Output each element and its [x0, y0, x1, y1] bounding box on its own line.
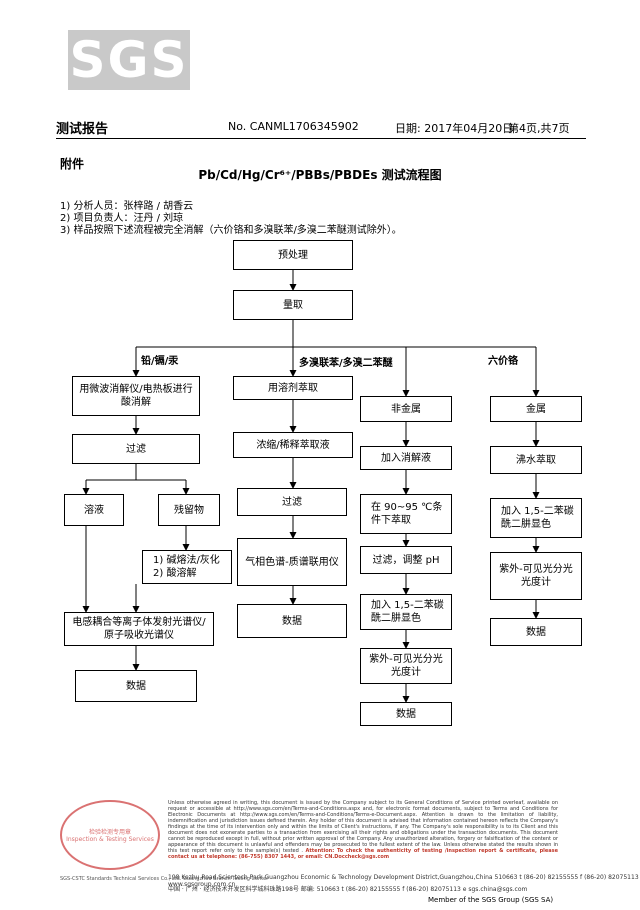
branch-label-pbb: 多溴联苯/多溴二苯醚 — [298, 354, 394, 369]
disclaimer-text: Unless otherwise agreed in writing, this… — [168, 800, 558, 860]
report-date: 日期: 2017年04月20日 — [395, 122, 514, 135]
member-statement: Member of the SGS Group (SGS SA) — [428, 896, 554, 904]
step-residue: 残留物 — [158, 494, 220, 526]
info-line: 2) 项目负责人：汪丹 / 刘琼 — [60, 213, 184, 224]
step-concentrate-dilute: 浓缩/稀释萃取液 — [233, 432, 353, 458]
step-solution: 溶液 — [64, 494, 124, 526]
step-filter-adjust-ph: 过滤，调整 pH — [360, 546, 452, 574]
report-title: 测试报告 — [56, 122, 109, 137]
step-add-diphenylcarbazide: 加入 1,5-二苯碳酰二肼显色 — [490, 498, 582, 538]
step-add-diphenylcarbazide: 加入 1,5-二苯碳酰二肼显色 — [360, 594, 452, 630]
step-nonmetal: 非金属 — [360, 396, 452, 422]
step-data: 数据 — [490, 618, 582, 646]
step-filter: 过滤 — [237, 488, 347, 516]
address-cn: 中国 · 广州 · 经济技术开发区科学城科珠路198号 邮编: 510663 t… — [168, 886, 528, 893]
step-gc-ms: 气相色谱-质谱联用仪 — [237, 538, 347, 586]
inspection-seal: 检验检测专用章 Inspection & Testing Services — [60, 800, 160, 870]
step-filter: 过滤 — [72, 434, 200, 464]
step-uv-vis: 紫外-可见光分光光度计 — [490, 552, 582, 600]
info-line: 1) 分析人员：张梓路 / 胡香云 — [60, 201, 194, 212]
branch-name: SGS-CSTC Standards Technical Services Co… — [60, 876, 269, 882]
step-data: 数据 — [360, 702, 452, 726]
branch-label-cr6: 六价铬 — [487, 352, 519, 367]
page-indicator: 第4页,共7页 — [508, 122, 570, 135]
disclaimer-body: Unless otherwise agreed in writing, this… — [168, 800, 558, 854]
header-divider — [56, 138, 586, 139]
step-weigh: 量取 — [233, 290, 353, 320]
step-uv-vis: 紫外-可见光分光光度计 — [360, 648, 452, 684]
address-en: 198 Kezhu Road,Scientech Park Guangzhou … — [168, 874, 639, 888]
report-number: No. CANML1706345902 — [228, 120, 359, 133]
authenticity-notice: Attention: To check the authenticity of … — [168, 848, 559, 860]
step-acid-digestion: 用微波消解仪/电热板进行酸消解 — [72, 376, 200, 416]
flowchart-title: Pb/Cd/Hg/Cr⁶⁺/PBBs/PBDEs 测试流程图 — [198, 168, 442, 182]
step-pretreatment: 预处理 — [233, 240, 353, 270]
step-boiling-water-extraction: 沸水萃取 — [490, 446, 582, 474]
branch-label-metals: 铅/镉/汞 — [140, 352, 180, 367]
step-metal: 金属 — [490, 396, 582, 422]
step-heat-extraction: 在 90~95 ℃条件下萃取 — [360, 494, 452, 534]
seal-text: 检验检测专用章 — [88, 829, 131, 836]
step-add-digestion-solution: 加入消解液 — [360, 446, 452, 470]
info-line: 3) 样品按照下述流程被完全消解（六价铬和多溴联苯/多溴二苯醚测试除外）。 — [60, 225, 402, 236]
step-data: 数据 — [75, 670, 197, 702]
step-solvent-extraction: 用溶剂萃取 — [233, 376, 353, 400]
step-residue-treatment: 1) 碱熔法/灰化 2) 酸溶解 — [142, 550, 232, 584]
step-icp-aas: 电感耦合等离子体发射光谱仪/原子吸收光谱仪 — [64, 612, 214, 646]
appendix-label: 附件 — [60, 157, 85, 171]
seal-text-en: Inspection & Testing Services — [66, 836, 154, 843]
step-data: 数据 — [237, 604, 347, 638]
sgs-logo: SGS — [68, 30, 190, 90]
